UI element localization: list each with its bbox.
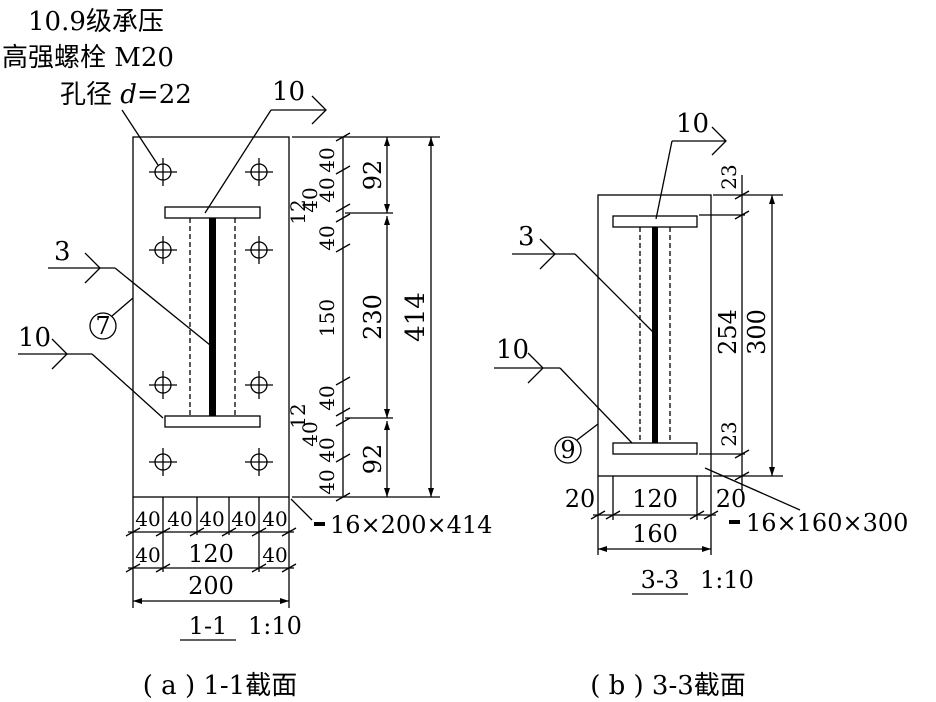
dim-label: 20 (565, 485, 596, 513)
view-a: 10.9级承压 高强螺栓 M20 孔径 d=22 10 (2, 7, 492, 701)
weld-flag-icon (512, 238, 654, 333)
dim-label: 40 (315, 437, 339, 462)
dim-label: 20 (716, 485, 747, 513)
dim-label: 12 (286, 403, 310, 428)
web-a (209, 218, 216, 416)
bolt-hole-icon (149, 448, 177, 476)
plate-spec-a: 16×200×414 (330, 511, 492, 539)
weld-top-label-a: 10 (272, 77, 305, 107)
scale-b: 1:10 (700, 566, 754, 594)
weld-flag-icon (494, 352, 633, 444)
weld-flag-icon (204, 95, 327, 214)
bolt-callout-line1: 10.9级承压 (28, 7, 164, 37)
dim-label: 230 (359, 294, 387, 340)
dim-chain-vertical-b (699, 175, 783, 490)
bolt-hole-icon (149, 371, 177, 399)
plate-spec-bar-b (729, 520, 740, 524)
dim-texts-left-a: 40 40 40 12 40 150 40 12 40 40 40 (286, 147, 339, 494)
dim-label: 23 (717, 164, 741, 189)
dim-label: 40 (231, 507, 256, 531)
bolt-hole-icon (245, 371, 273, 399)
weld-flag-icon (18, 338, 164, 419)
dim-chain-bottom-b (590, 476, 719, 555)
dim-label: 40 (199, 507, 224, 531)
plate-spec-leader-b (704, 467, 801, 511)
dim-label: 40 (315, 177, 339, 202)
dim-total-width-b: 160 (632, 520, 678, 548)
weld-bottom-label-b: 10 (496, 335, 529, 365)
bolt-holes-a (149, 158, 273, 476)
bolt-callout-line2: 高强螺栓 M20 (2, 43, 174, 73)
section-mark-a: 1-1 (189, 612, 228, 640)
dim-label: 40 (298, 421, 322, 446)
bolt-hole-icon (149, 236, 177, 264)
dim-total-width-a: 200 (188, 572, 234, 600)
caption-a: ( a ) 1-1截面 (143, 671, 297, 701)
dim-chain-mid-a (345, 137, 393, 497)
dim-label: 40 (315, 469, 339, 494)
dim-label: 92 (359, 444, 387, 475)
plate-spec-bar-a (314, 522, 325, 526)
end-plate-a (132, 136, 290, 498)
dim-label: 40 (315, 147, 339, 172)
bolt-hole-icon (245, 236, 273, 264)
dim-label: 40 (315, 225, 339, 250)
dim-total-height-b: 300 (743, 309, 771, 355)
dim-label: 40 (262, 543, 287, 567)
weld-flag-icon (48, 252, 211, 346)
dim-label: 40 (315, 385, 339, 410)
part-number-circle-icon (554, 423, 599, 464)
dim-label: 40 (135, 543, 160, 567)
dim-total-height-a: 414 (401, 292, 431, 342)
weld-flag-icon (655, 126, 727, 220)
weld-bottom-label-a: 10 (18, 323, 51, 353)
top-flange-b (612, 215, 698, 228)
dim-label: 40 (167, 507, 192, 531)
dim-label: 120 (632, 485, 678, 513)
caption-b: ( b ) 3-3截面 (590, 671, 746, 701)
bolt-hole-icon (245, 158, 273, 186)
dim-label: 120 (188, 540, 234, 568)
scale-a: 1:10 (248, 612, 302, 640)
bottom-flange-a (164, 415, 261, 428)
top-flange-a (164, 206, 261, 219)
section-mark-b: 3-3 (641, 566, 680, 594)
bolt-hole-icon (245, 448, 273, 476)
dim-label: 40 (135, 507, 160, 531)
weld-web-label-b: 3 (518, 222, 535, 252)
dim-label: 40 (262, 507, 287, 531)
part-number-a: 7 (95, 312, 110, 340)
part-number-circle-icon (89, 297, 134, 340)
dim-chain-bottom-a (125, 497, 297, 608)
dim-label: 150 (315, 299, 339, 337)
plate-spec-leader-a (290, 498, 313, 521)
end-plate-b (597, 194, 712, 477)
dim-label: 12 (286, 199, 310, 224)
dim-label: 23 (717, 421, 741, 446)
dim-label: 254 (714, 309, 742, 355)
view-b: 10 3 10 9 (494, 109, 908, 701)
bottom-flange-b (612, 442, 698, 455)
part-number-b: 9 (560, 436, 575, 464)
weld-top-label-b: 10 (676, 109, 709, 139)
plate-spec-b: 16×160×300 (746, 509, 908, 537)
weld-web-label-a: 3 (54, 237, 71, 267)
bolt-hole-icon (149, 158, 177, 186)
web-b (652, 227, 658, 443)
dim-label: 92 (359, 160, 387, 191)
bolt-callout-line3: 孔径 d=22 (60, 80, 192, 110)
dim-label: 40 (298, 187, 322, 212)
dim-chain-vertical-a (292, 132, 440, 502)
